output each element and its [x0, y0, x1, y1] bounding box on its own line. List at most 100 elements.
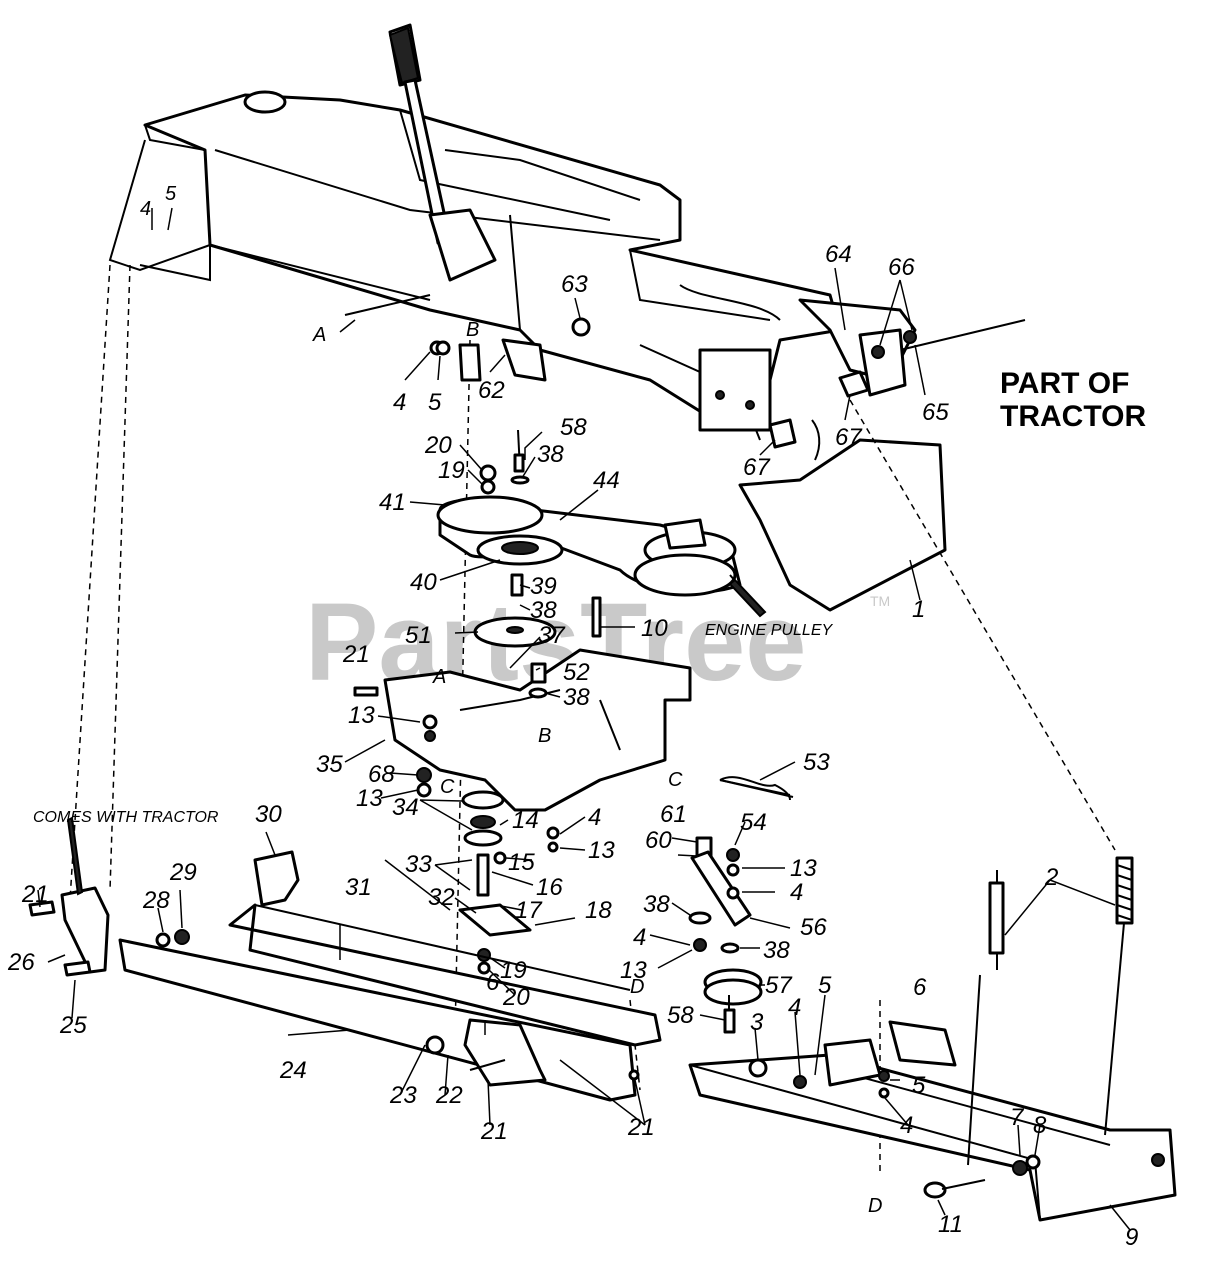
idler-bracket — [353, 648, 692, 812]
callout-19: 19 — [500, 957, 527, 984]
ref-letter-a-top: A — [312, 324, 326, 346]
callout-20: 20 — [424, 432, 452, 459]
callout-30: 30 — [255, 801, 282, 828]
comes-with-tractor-label: COMES WITH TRACTOR — [33, 809, 219, 826]
callout-62: 62 — [478, 377, 505, 404]
pulley-belt-assembly — [436, 495, 767, 648]
callout-13: 13 — [790, 855, 817, 882]
ref-letter-c-left: C — [440, 776, 455, 798]
callout-4: 4 — [393, 389, 406, 416]
callout-7: 7 — [1010, 1104, 1025, 1131]
callout-56: 56 — [800, 914, 827, 941]
callout-23: 23 — [389, 1082, 417, 1109]
callout-40: 40 — [410, 569, 437, 596]
callout-64: 64 — [825, 241, 852, 268]
callout-57: 57 — [765, 972, 793, 999]
callout-21: 21 — [627, 1114, 655, 1141]
lift-lever — [388, 23, 497, 282]
callout-29: 29 — [169, 859, 197, 886]
callout-54: 54 — [740, 809, 767, 836]
callout-3: 3 — [750, 1009, 764, 1036]
callout-44: 44 — [593, 467, 620, 494]
callout-61: 61 — [660, 801, 687, 828]
callout-31: 31 — [345, 874, 372, 901]
callout-13: 13 — [588, 837, 615, 864]
ref-letter-c-right: C — [668, 769, 683, 791]
callout-4: 4 — [588, 804, 601, 831]
callout-63: 63 — [561, 271, 588, 298]
callout-67: 67 — [835, 424, 863, 451]
callout-13: 13 — [356, 785, 383, 812]
lower-plates — [118, 850, 1177, 1222]
upper-hardware — [344, 294, 602, 638]
callout-24: 24 — [279, 1057, 307, 1084]
callout-4: 4 — [900, 1112, 913, 1139]
callout-38: 38 — [643, 891, 670, 918]
callout-58: 58 — [667, 1002, 694, 1029]
callout-18: 18 — [585, 897, 612, 924]
watermark-trademark: TM — [870, 593, 890, 609]
callout-4: 4 — [140, 198, 151, 220]
callout-21: 21 — [21, 881, 49, 908]
callout-41: 41 — [379, 489, 406, 516]
callout-26: 26 — [7, 949, 35, 976]
callout-68: 68 — [368, 761, 395, 788]
callout-22: 22 — [435, 1082, 463, 1109]
callout-38: 38 — [530, 597, 557, 624]
callout-37: 37 — [538, 622, 566, 649]
part-of-tractor-line1: PART OF — [1000, 367, 1129, 400]
callout-numbers: 4 5 63 62 4 5 64 66 65 67 67 58 38 20 19… — [7, 183, 1138, 1251]
callout-19: 19 — [438, 457, 465, 484]
callout-4: 4 — [788, 994, 801, 1021]
callout-52: 52 — [563, 659, 590, 686]
callout-51: 51 — [405, 622, 432, 649]
callout-53: 53 — [803, 749, 830, 776]
callout-38: 38 — [563, 684, 590, 711]
callout-8: 8 — [1033, 1112, 1047, 1139]
callout-66: 66 — [888, 254, 915, 281]
callout-25: 25 — [59, 1012, 87, 1039]
callout-13: 13 — [620, 957, 647, 984]
callout-38: 38 — [537, 441, 564, 468]
callout-58: 58 — [560, 414, 587, 441]
callout-60: 60 — [645, 827, 672, 854]
callout-9: 9 — [1125, 1224, 1138, 1251]
callout-6: 6 — [913, 974, 927, 1001]
callout-4: 4 — [633, 924, 646, 951]
ref-letter-b-bracket: B — [538, 725, 551, 747]
part-of-tractor-line2: TRACTOR — [1000, 400, 1146, 433]
callout-33: 33 — [405, 851, 432, 878]
callout-28: 28 — [142, 887, 170, 914]
callout-10: 10 — [641, 615, 668, 642]
callout-39: 39 — [530, 573, 557, 600]
callout-34: 34 — [392, 794, 419, 821]
ref-letter-a-bracket: A — [432, 666, 446, 688]
callout-2: 2 — [1044, 864, 1058, 891]
tractor-linkage — [738, 319, 1026, 612]
ref-letter-d-bottom: D — [868, 1195, 882, 1217]
callout-65: 65 — [922, 399, 949, 426]
callout-5: 5 — [912, 1072, 926, 1099]
callout-21: 21 — [342, 641, 370, 668]
callout-20: 20 — [502, 984, 530, 1011]
callout-5: 5 — [818, 972, 832, 999]
callout-15: 15 — [508, 849, 535, 876]
callout-4: 4 — [790, 879, 803, 906]
springs — [719, 779, 1134, 1166]
ref-letter-d-top: D — [630, 976, 644, 998]
leader-lines — [37, 207, 1131, 1231]
callout-14: 14 — [512, 807, 539, 834]
left-control-plate — [28, 816, 190, 977]
callout-1: 1 — [912, 596, 925, 623]
callout-67: 67 — [743, 454, 771, 481]
tractor-frame — [108, 90, 917, 441]
callout-35: 35 — [316, 751, 343, 778]
callout-32: 32 — [428, 884, 455, 911]
callout-6: 6 — [486, 969, 500, 996]
callout-13: 13 — [348, 702, 375, 729]
callout-11: 11 — [938, 1211, 963, 1238]
ref-letter-b-top: B — [466, 319, 479, 341]
callout-21: 21 — [480, 1118, 508, 1145]
callout-16: 16 — [536, 874, 563, 901]
